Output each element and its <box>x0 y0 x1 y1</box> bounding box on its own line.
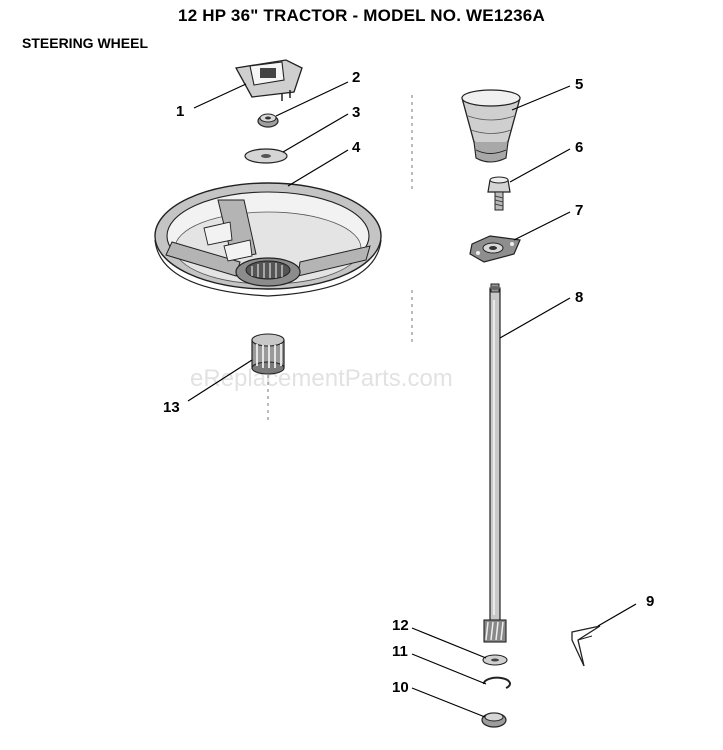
watermark: eReplacementParts.com <box>190 365 453 392</box>
callout-7: 7 <box>575 202 583 219</box>
part-8-steering-shaft <box>483 283 507 643</box>
callout-4: 4 <box>352 139 361 156</box>
callout-9: 9 <box>646 593 654 610</box>
part-13-splined-adapter <box>251 333 285 375</box>
part-4-steering-wheel <box>154 182 382 297</box>
callout-8: 8 <box>575 289 583 306</box>
part-7-flange-bearing <box>469 235 521 263</box>
callout-1: 1 <box>176 103 184 120</box>
callout-12: 12 <box>392 617 409 634</box>
callout-13: 13 <box>163 399 180 416</box>
callout-11: 11 <box>392 643 408 660</box>
callout-2: 2 <box>352 69 360 86</box>
callout-3: 3 <box>352 104 360 121</box>
part-11-snap-ring <box>483 676 511 689</box>
part-2-nut <box>257 113 279 128</box>
part-1-horn-cap <box>234 59 303 101</box>
part-9-bracket <box>571 625 601 667</box>
assembly-centerlines <box>267 95 413 420</box>
part-5-column-cover <box>461 89 521 163</box>
part-12-washer <box>482 654 508 666</box>
leader-lines <box>187 81 637 718</box>
part-3-washer <box>244 148 288 164</box>
diagram-title: 12 HP 36" TRACTOR - MODEL NO. WE1236A <box>178 6 545 25</box>
callout-10: 10 <box>392 679 409 696</box>
callout-6: 6 <box>575 139 583 156</box>
part-6-bolt <box>487 176 511 211</box>
callout-5: 5 <box>575 76 583 93</box>
part-10-nut <box>481 712 507 728</box>
section-title: STEERING WHEEL <box>22 35 149 51</box>
